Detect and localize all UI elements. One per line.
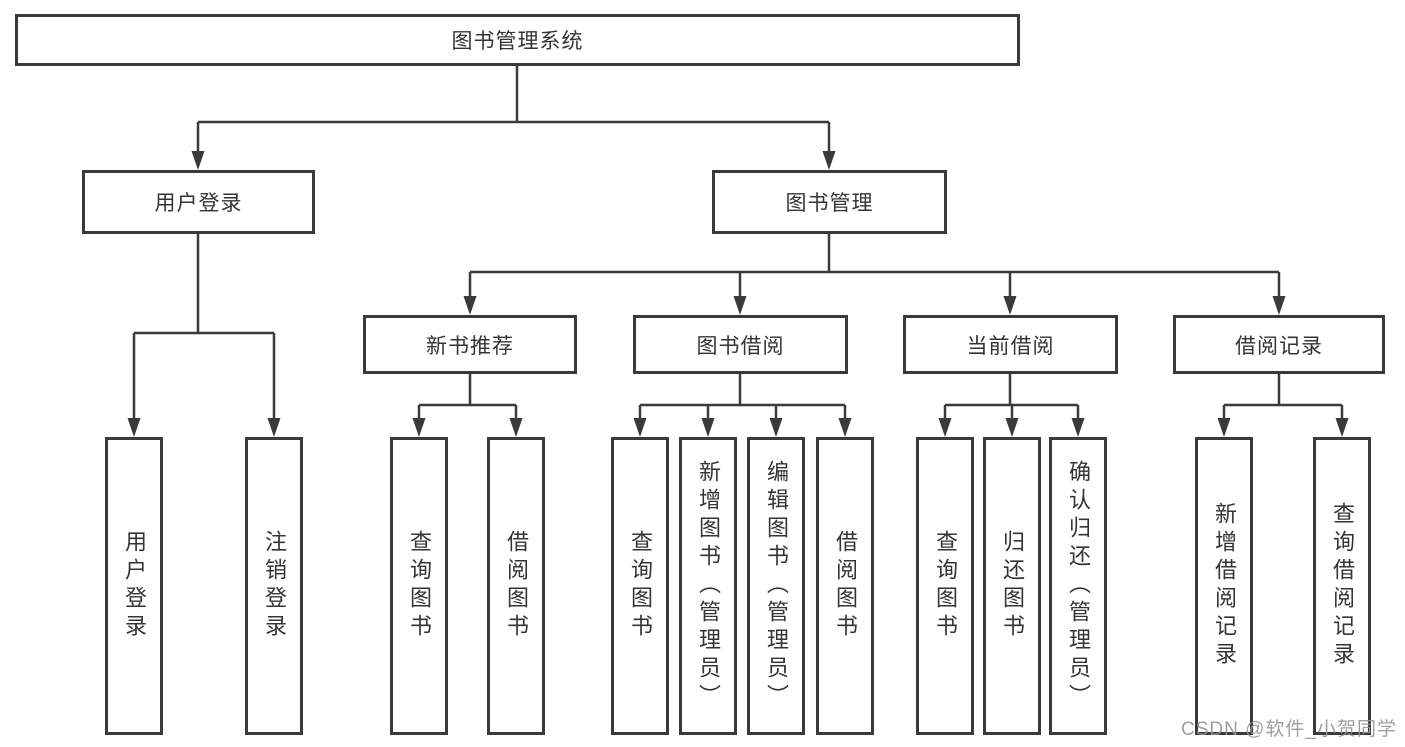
node-label: 查询图书 (933, 530, 958, 642)
connector-book-management-children (468, 234, 1281, 299)
node-label: 用户登录 (154, 192, 243, 215)
leaf-add-books-admin: 新增图书（管理员） (679, 437, 737, 735)
leaf-confirm-return-admin: 确认归还（管理员） (1049, 437, 1107, 735)
csdn-watermark: CSDN @软件_小贺同学 (1181, 719, 1397, 740)
node-label: 查询借阅记录 (1330, 502, 1355, 670)
connector-user-login-children (132, 234, 276, 421)
node-label: 图书管理 (785, 192, 874, 215)
node-borrowing-records: 借阅记录 (1173, 315, 1385, 374)
node-current-borrowing: 当前借阅 (903, 315, 1118, 374)
leaf-edit-books-admin: 编辑图书（管理员） (747, 437, 805, 735)
node-label: 新书推荐 (426, 334, 514, 358)
node-label: 新增图书（管理员） (696, 460, 721, 712)
leaf-query-books-current: 查询图书 (916, 437, 974, 735)
leaf-query-books-recommend: 查询图书 (390, 437, 448, 735)
connector-root-to-level2 (196, 66, 831, 154)
leaf-logout: 注销登录 (245, 437, 303, 735)
connector-new-book-recommendation-children (417, 374, 518, 421)
node-label: 查询图书 (407, 530, 432, 642)
node-label: 编辑图书（管理员） (764, 460, 789, 712)
leaf-borrow-books-borrow: 借阅图书 (816, 437, 874, 735)
node-book-borrowing: 图书借阅 (633, 315, 848, 374)
node-label: 归还图书 (1000, 530, 1025, 642)
node-label: 借阅记录 (1235, 334, 1323, 358)
leaf-add-borrow-record: 新增借阅记录 (1195, 437, 1253, 735)
leaf-query-borrow-record: 查询借阅记录 (1313, 437, 1371, 735)
arrowheads (127, 151, 1349, 437)
node-label: 借阅图书 (833, 530, 858, 642)
leaf-user-login: 用户登录 (105, 437, 163, 735)
leaf-return-books: 归还图书 (983, 437, 1041, 735)
node-label: 当前借阅 (966, 334, 1055, 358)
node-label: 新增借阅记录 (1212, 502, 1237, 670)
connector-current-borrowing-children (943, 374, 1080, 421)
node-book-management: 图书管理 (712, 170, 947, 234)
node-label: 查询图书 (628, 530, 653, 642)
node-label: 图书借阅 (696, 334, 785, 358)
node-label: 用户登录 (122, 530, 147, 642)
node-new-book-recommendation: 新书推荐 (363, 315, 577, 374)
node-label: 借阅图书 (504, 530, 529, 642)
connector-borrowing-records-children (1222, 374, 1344, 421)
leaf-query-books-borrow: 查询图书 (611, 437, 669, 735)
node-label: 确认归还（管理员） (1066, 460, 1091, 712)
node-user-login: 用户登录 (82, 170, 315, 234)
leaf-borrow-books-recommend: 借阅图书 (487, 437, 545, 735)
connector-book-borrowing-children (638, 374, 847, 421)
node-library-management-system: 图书管理系统 (15, 14, 1020, 66)
node-label: 图书管理系统 (451, 30, 584, 53)
node-label: 注销登录 (262, 530, 287, 642)
